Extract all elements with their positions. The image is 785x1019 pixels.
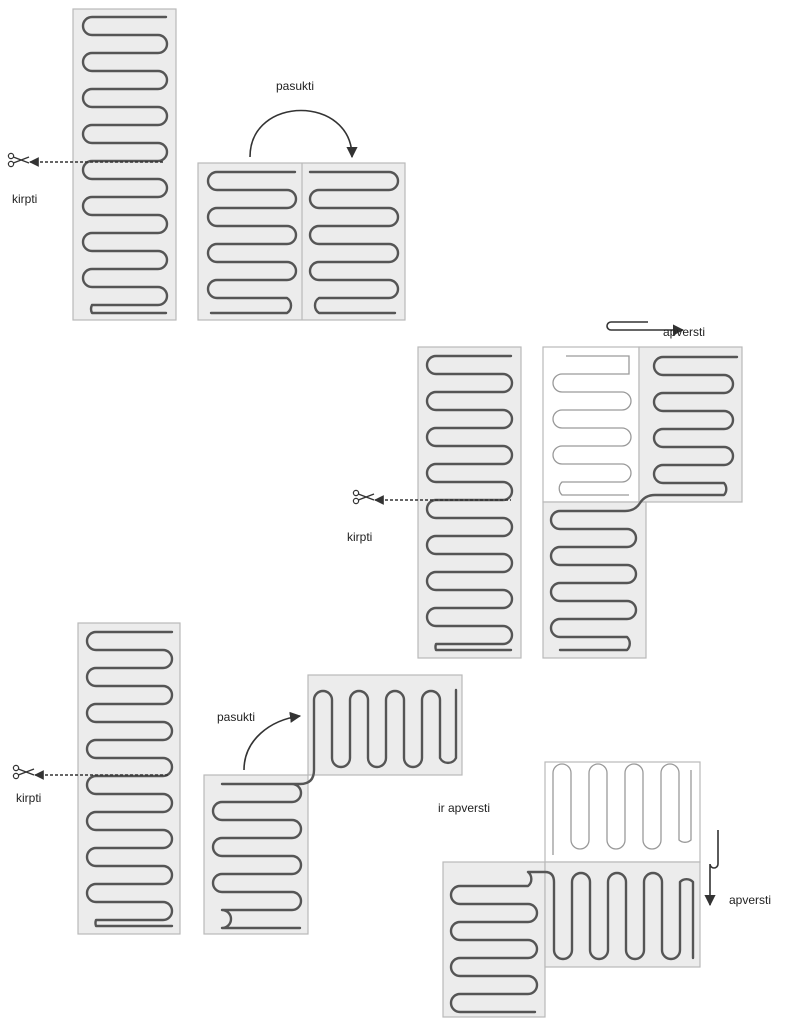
flip-marker-3: apversti [704,830,771,907]
cut-marker-2: kirpti [347,489,511,544]
section-3-cut-rotate-and-flip: kirpti pasukti ir apversti apversti [12,622,771,1018]
rotate-label: pasukti [276,79,314,93]
curved-arrow-icon [249,109,358,159]
heating-cable [425,354,514,652]
scissors-icon [352,489,375,505]
and-flip-label: ir apversti [438,801,490,815]
cut-label: kirpti [12,192,37,206]
heating-cable-left-half [206,170,298,315]
flip-marker-2: apversti [606,321,705,339]
heating-cable-rotated [211,688,458,930]
flip-arrow-icon [704,830,719,907]
rotate-label: pasukti [217,710,255,724]
section-1-cut-and-rotate: kirpti pasukti [7,8,406,321]
mat-final-3 [442,761,701,1018]
mat-flipped-2 [542,346,743,659]
section-2-cut-and-flip: kirpti apversti [347,321,743,659]
mat-full-1 [72,8,177,321]
scissors-icon [7,152,30,168]
ghost-heating-cable [552,763,692,855]
mat-full-3 [77,622,181,935]
mat-rotated-pair-1 [197,162,406,321]
rotate-marker-1: pasukti [249,79,358,159]
heating-cable-right-half [308,170,400,315]
rotate-marker-3: pasukti [217,710,302,771]
curved-arrow-icon [243,711,302,771]
mat-full-2 [417,346,522,659]
cut-label: kirpti [347,530,372,544]
cut-marker-1: kirpti [7,152,165,206]
flip-label: apversti [663,325,705,339]
flip-arrow-icon [606,321,685,336]
cut-marker-3: kirpti [12,764,170,805]
heating-cable-flipped [549,355,739,652]
ghost-heating-cable [552,355,632,496]
mat-rotated-3 [203,674,463,935]
heating-cable-final [449,870,695,1014]
heating-cable [85,630,174,928]
flip-label: apversti [729,893,771,907]
cut-label: kirpti [16,791,41,805]
ghost-mat-before-flip [542,346,640,503]
scissors-icon [12,764,35,780]
